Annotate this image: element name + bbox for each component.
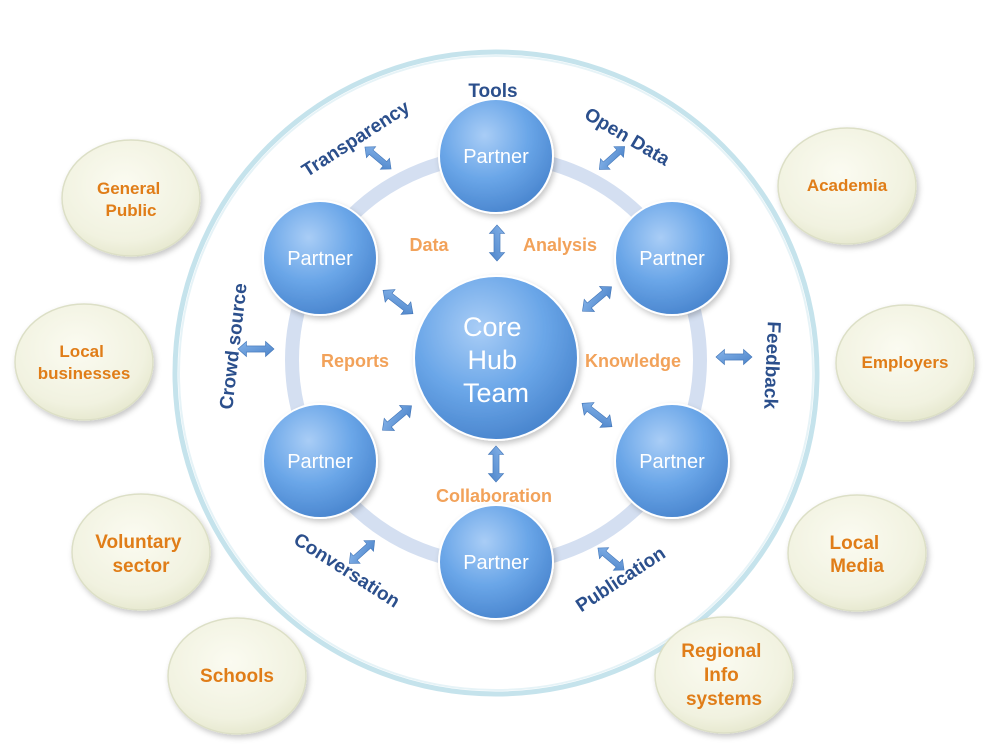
double-arrow-icon [377,283,419,321]
stakeholder-label: businesses [38,364,131,383]
label-publication: Publication [572,543,669,617]
stakeholder-general-public: General Public [61,139,201,257]
core-hub-node: Core Hub Team [413,275,579,441]
partner-label: Partner [287,451,353,473]
double-arrow-icon [359,141,397,175]
stakeholder-label: Local [59,342,103,361]
stakeholder-regional-info-systems: Regional Info systems [654,616,794,734]
double-arrow-icon [488,224,506,262]
stakeholder-voluntary-sector: Voluntary sector [71,493,211,611]
stakeholder-employers: Employers [835,304,975,422]
label-reports: Reports [321,351,389,371]
partner-label: Partner [463,552,529,574]
double-arrow-icon [576,280,618,318]
partner-node-upper-left: Partner [262,200,378,316]
stakeholder-label: Employers [862,353,949,372]
label-open-data-text: Open Data [580,104,674,171]
label-open-data: Open Data [581,104,674,171]
core-label-line: Team [463,378,529,408]
double-arrow-icon [376,399,418,437]
outer-ring [172,49,820,697]
stakeholder-label: sector [112,556,170,577]
svg-text:Academia: Academia [807,176,888,195]
stakeholder-label: Public [105,201,156,220]
stakeholder-label: Info [704,665,739,686]
stakeholder-local-businesses: Local businesses [14,303,154,421]
svg-text:Local businesses: Local businesses [38,342,131,383]
double-arrow-icon [576,396,618,434]
svg-text:Schools: Schools [200,666,274,687]
stakeholder-label: General [97,179,160,198]
stakeholder-label: Schools [200,666,274,687]
svg-text:Voluntary sector: Voluntary sector [95,532,187,577]
stakeholder-label: Regional [681,641,761,662]
svg-text:General Public: General Public [97,179,165,220]
label-knowledge: Knowledge [585,351,681,371]
label-feedback-text: Feedback [759,321,785,411]
svg-text:Employers: Employers [862,353,949,372]
label-tools: Tools [468,81,517,102]
outer-ring-inner-edge [178,55,814,691]
double-arrow-icon [487,445,505,483]
svg-text:Regional Info syst: Regional Info systems [681,641,767,710]
partner-node-top: Partner [438,98,554,214]
partner-node-bottom: Partner [438,504,554,620]
stakeholder-local-media: Local Media [787,494,927,612]
label-feedback: Feedback [759,321,784,410]
label-analysis: Analysis [523,235,597,255]
partner-node-lower-right: Partner [614,403,730,519]
partner-label: Partner [287,248,353,270]
stakeholder-label: Local [830,533,880,554]
label-data: Data [409,235,449,255]
partner-node-lower-left: Partner [262,403,378,519]
core-label-line: Hub [467,345,517,375]
partner-label: Partner [639,451,705,473]
stakeholder-schools: Schools [167,617,307,735]
stakeholder-label: Voluntary [95,532,182,553]
partner-node-upper-right: Partner [614,200,730,316]
stakeholder-label: systems [686,689,762,710]
partner-label: Partner [463,146,529,168]
stakeholder-academia: Academia [777,127,917,245]
label-conversation: Conversation [290,529,404,612]
label-publication-text: Publication [572,543,670,618]
core-label-line: Core [463,312,522,342]
double-arrow-icon [715,348,753,366]
label-conversation-text: Conversation [289,529,403,613]
stakeholder-label: Media [830,556,884,577]
label-collaboration: Collaboration [436,486,552,506]
stakeholder-label: Academia [807,176,888,195]
partner-label: Partner [639,248,705,270]
svg-text:Local Media: Local Media [830,533,885,577]
svg-text:Core Hub Team: Core Hub Team [463,312,529,408]
